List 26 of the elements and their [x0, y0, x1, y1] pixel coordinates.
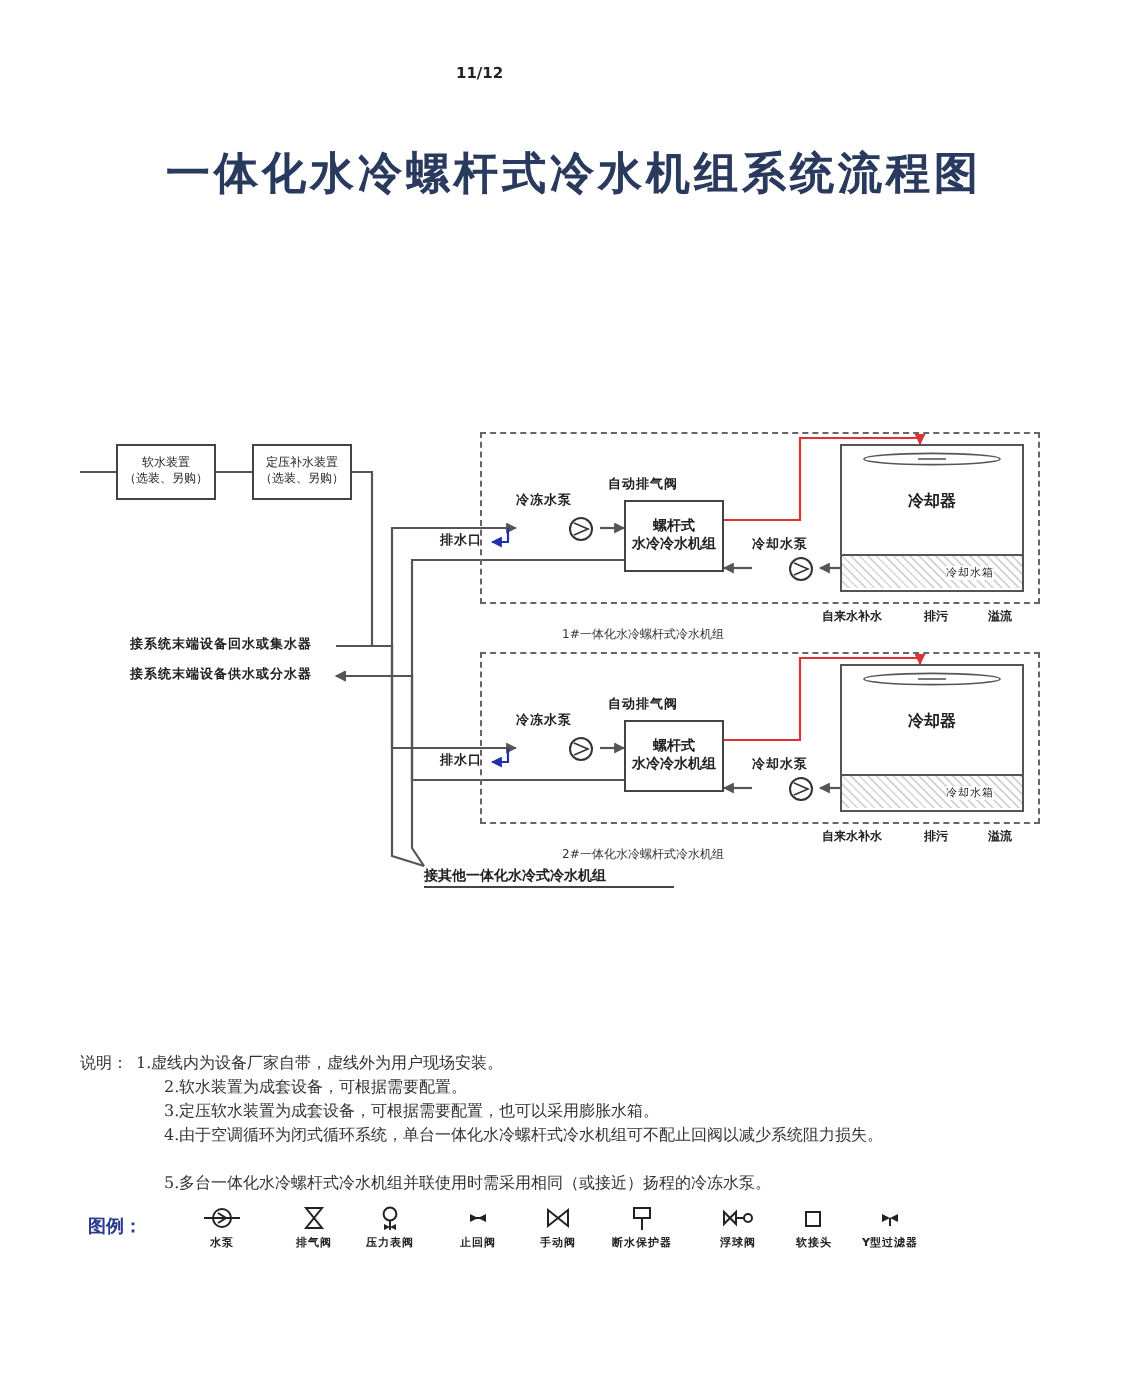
pipe-arrow — [334, 670, 624, 782]
pipe-arrow — [818, 562, 842, 574]
note-text: 4.由于空调循环为闭式循环系统，单台一体化水冷螺杆式冷水机组可不配止回阀以减少系统阻力损失。 — [164, 1124, 886, 1148]
tower-label: 冷却器 — [906, 710, 958, 732]
cooling-tower — [840, 444, 1024, 592]
note-text: 3.定压软水装置为成套设备，可根据需要配置，也可以采用膨胀水箱。 — [164, 1100, 660, 1124]
pipe-line — [80, 470, 116, 474]
tower-label: 冷却器 — [906, 490, 958, 512]
pipe-arrow — [600, 742, 626, 754]
note-text: 1.虚线内为设备厂家自带，虚线外为用户现场安装。 — [136, 1052, 504, 1076]
pipe-arrow — [722, 782, 752, 794]
pipe-arrow — [818, 782, 842, 794]
note-label: 说明： — [80, 1052, 128, 1076]
title: 一体化水冷螺杆式冷水机组系统流程图 — [164, 147, 984, 204]
cooling-tower — [840, 664, 1024, 812]
pipe-arrow — [722, 562, 752, 574]
legend-heading: 图例： — [88, 1216, 142, 1242]
pipe-line — [352, 470, 374, 646]
pipe-arrow — [724, 434, 926, 522]
pipe-arrow — [600, 522, 626, 534]
pipe-arrow — [724, 654, 926, 742]
pipe-line — [216, 470, 252, 474]
note-text: 5.多台一体化水冷螺杆式冷水机组并联使用时需采用相同（或接近）扬程的冷冻水泵。 — [164, 1172, 772, 1196]
pipe-arrow — [490, 748, 510, 768]
note-text: 2.软水装置为成套设备，可根据需要配置。 — [164, 1076, 468, 1100]
pipe-arrow — [490, 528, 510, 548]
